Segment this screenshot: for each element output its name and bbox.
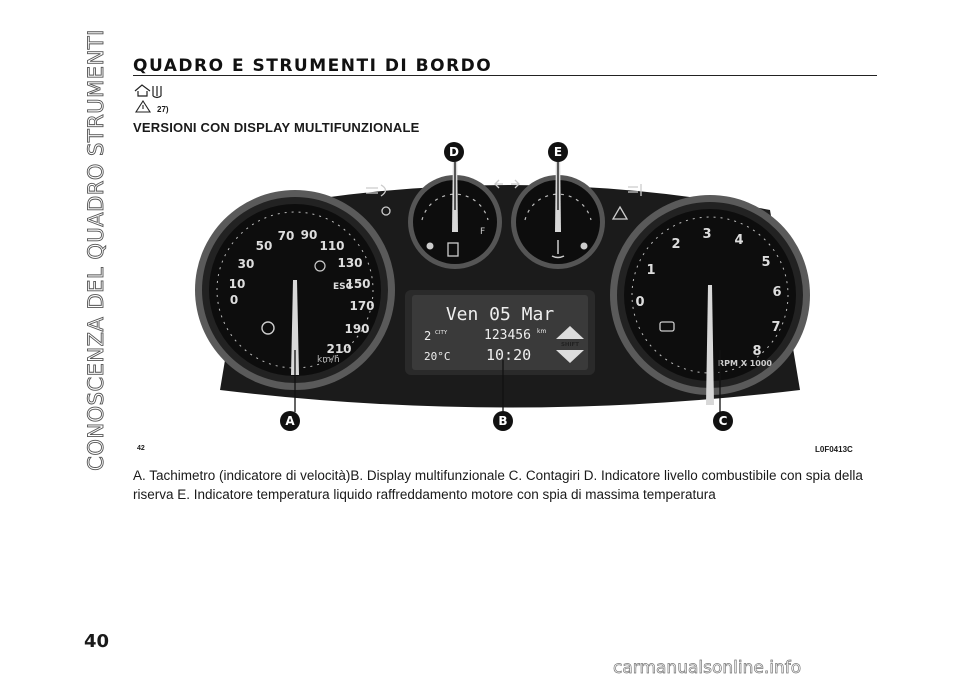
- speed-unit-label: km/h: [317, 355, 340, 365]
- speed-label: 70: [278, 229, 295, 243]
- speed-label: 110: [319, 239, 344, 253]
- warning-triangle-icon: [134, 99, 152, 113]
- callout-d-label: D: [449, 145, 459, 159]
- rpm-label: 5: [761, 255, 770, 270]
- rpm-label: 0: [635, 295, 644, 310]
- rpm-label: 8: [752, 344, 761, 359]
- fuel-reserve-light: [426, 242, 434, 250]
- callout-e: [548, 142, 568, 162]
- turn-left-icon: [494, 179, 503, 189]
- instrument-cluster-figure: 0 10 30 50 70 90 110 130 150 170 190 210…: [195, 142, 810, 431]
- title-rule: [133, 75, 877, 76]
- side-chapter-title: CONOSCENZA DEL QUADRO STRUMENTI: [84, 29, 109, 472]
- tachometer-needle: [706, 285, 714, 405]
- callout-a: [280, 411, 300, 431]
- speed-label: 170: [349, 299, 374, 313]
- esc-warning-icon: ESC: [333, 282, 353, 292]
- fuel-full-label: F: [480, 227, 485, 237]
- speed-label: 30: [238, 257, 255, 271]
- top-warning-lights: [366, 179, 642, 220]
- rpm-label: 1: [646, 263, 655, 278]
- callout-b: [493, 411, 513, 431]
- rpm-label: 3: [702, 227, 711, 242]
- display-clock: 10:20: [486, 346, 531, 364]
- callout-d: [444, 142, 464, 162]
- abs-warning-icon: [314, 260, 326, 272]
- display-date: Ven 05 Mar: [446, 304, 555, 325]
- callout-b-label: B: [498, 414, 507, 428]
- max-temperature-light: [580, 242, 588, 250]
- sidelight-icon: [381, 206, 391, 216]
- warning-triangle-light: [611, 205, 629, 220]
- temperature-gauge: [511, 145, 605, 269]
- rpm-label: 2: [671, 237, 680, 252]
- speed-label: 10: [229, 277, 246, 291]
- tachometer: 0 1 2 3 4 5 6 7 8 RPM X 1000: [610, 195, 810, 405]
- shift-indicator-icon: [556, 326, 584, 363]
- subsection-title: VERSIONI CON DISPLAY MULTIFUNZIONALE: [133, 120, 420, 135]
- speed-label: 210: [326, 342, 351, 356]
- figure-caption: A. Tachimetro (indicatore di velocità)B.…: [133, 468, 863, 502]
- speedometer-needle: [291, 280, 299, 375]
- figure-code: L0F0413C: [815, 445, 853, 454]
- book-warning-icon: [134, 84, 162, 99]
- speed-label: 130: [337, 256, 362, 270]
- multifunction-display: Ven 05 Mar 2 CITY 123456 km 20°C 10:20 S…: [405, 290, 595, 375]
- rpm-unit-label: RPM X 1000: [718, 359, 772, 368]
- figure-number: 42: [137, 445, 145, 452]
- fuel-gauge: F: [408, 145, 502, 269]
- note-icons: [134, 84, 162, 113]
- display-odometer: 123456: [484, 328, 531, 343]
- display-drive-mode: CITY: [435, 330, 448, 336]
- callout-c-label: C: [719, 414, 728, 428]
- page-number: 40: [84, 631, 110, 652]
- speed-label: 50: [256, 239, 273, 253]
- watermark: carmanualsonline.info: [613, 658, 802, 679]
- rear-fog-light-icon: [628, 184, 642, 196]
- display-odometer-unit: km: [537, 328, 546, 335]
- fog-light-icon: [366, 184, 387, 197]
- rpm-label: 4: [734, 233, 743, 248]
- speed-label: 0: [230, 293, 238, 307]
- shift-indicator-label: SHIFT: [561, 342, 579, 348]
- speedometer: 0 10 30 50 70 90 110 130 150 170 190 210…: [195, 190, 395, 390]
- coolant-temperature-icon: [551, 240, 565, 259]
- tpms-warning-icon: [261, 321, 275, 335]
- section-title: QUADRO E STRUMENTI DI BORDO: [133, 56, 493, 76]
- fuel-pump-icon: [447, 242, 459, 257]
- display-gear: 2: [424, 329, 431, 343]
- speed-label: 90: [301, 228, 318, 242]
- callout-c: [713, 411, 733, 431]
- turn-right-icon: [511, 179, 520, 189]
- speed-label: 190: [344, 322, 369, 336]
- rpm-label: 7: [771, 320, 780, 335]
- speed-label: 150: [345, 277, 370, 291]
- rpm-label: 6: [772, 285, 781, 300]
- note-reference: 27): [157, 105, 169, 114]
- engine-warning-icon: [659, 321, 675, 332]
- display-temperature: 20°C: [424, 350, 451, 363]
- callout-a-label: A: [285, 414, 295, 428]
- callout-e-label: E: [554, 145, 562, 159]
